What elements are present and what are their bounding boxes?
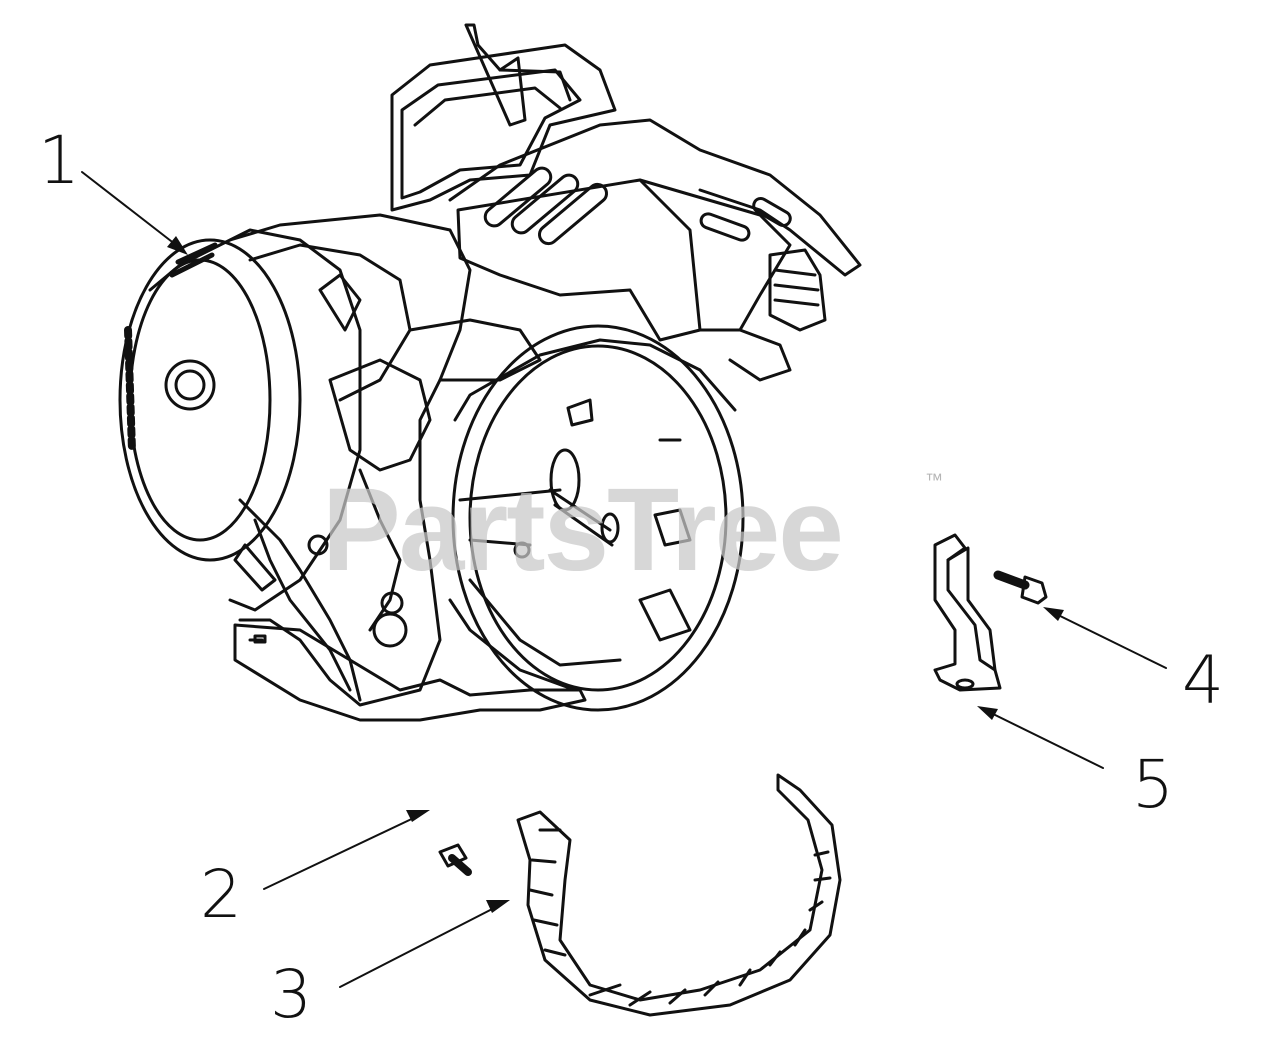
callout-4: 4 bbox=[1182, 642, 1224, 719]
bracket bbox=[933, 533, 1002, 692]
engine-assembly bbox=[118, 23, 862, 722]
mounting-band bbox=[516, 773, 842, 1017]
arrowhead-1 bbox=[167, 236, 188, 255]
bolt bbox=[993, 570, 1048, 605]
arrowhead-3 bbox=[486, 900, 510, 913]
watermark: PartsTree bbox=[322, 464, 844, 596]
callout-5: 5 bbox=[1132, 746, 1174, 823]
leader-line-2 bbox=[263, 814, 421, 890]
leader-lines bbox=[81, 171, 1167, 988]
callout-2: 2 bbox=[200, 856, 242, 933]
arrowhead-4 bbox=[1043, 607, 1064, 621]
arrowhead-5 bbox=[977, 706, 998, 720]
leader-line-5 bbox=[984, 709, 1104, 769]
callout-3: 3 bbox=[270, 956, 312, 1033]
leader-line-1 bbox=[81, 171, 181, 249]
callout-1: 1 bbox=[38, 122, 80, 199]
leader-line-4 bbox=[1051, 611, 1167, 669]
arrowheads bbox=[167, 236, 1064, 913]
screw bbox=[438, 843, 472, 876]
arrowhead-2 bbox=[406, 810, 430, 822]
trademark-symbol: ™ bbox=[925, 470, 943, 490]
leader-line-3 bbox=[339, 904, 501, 988]
